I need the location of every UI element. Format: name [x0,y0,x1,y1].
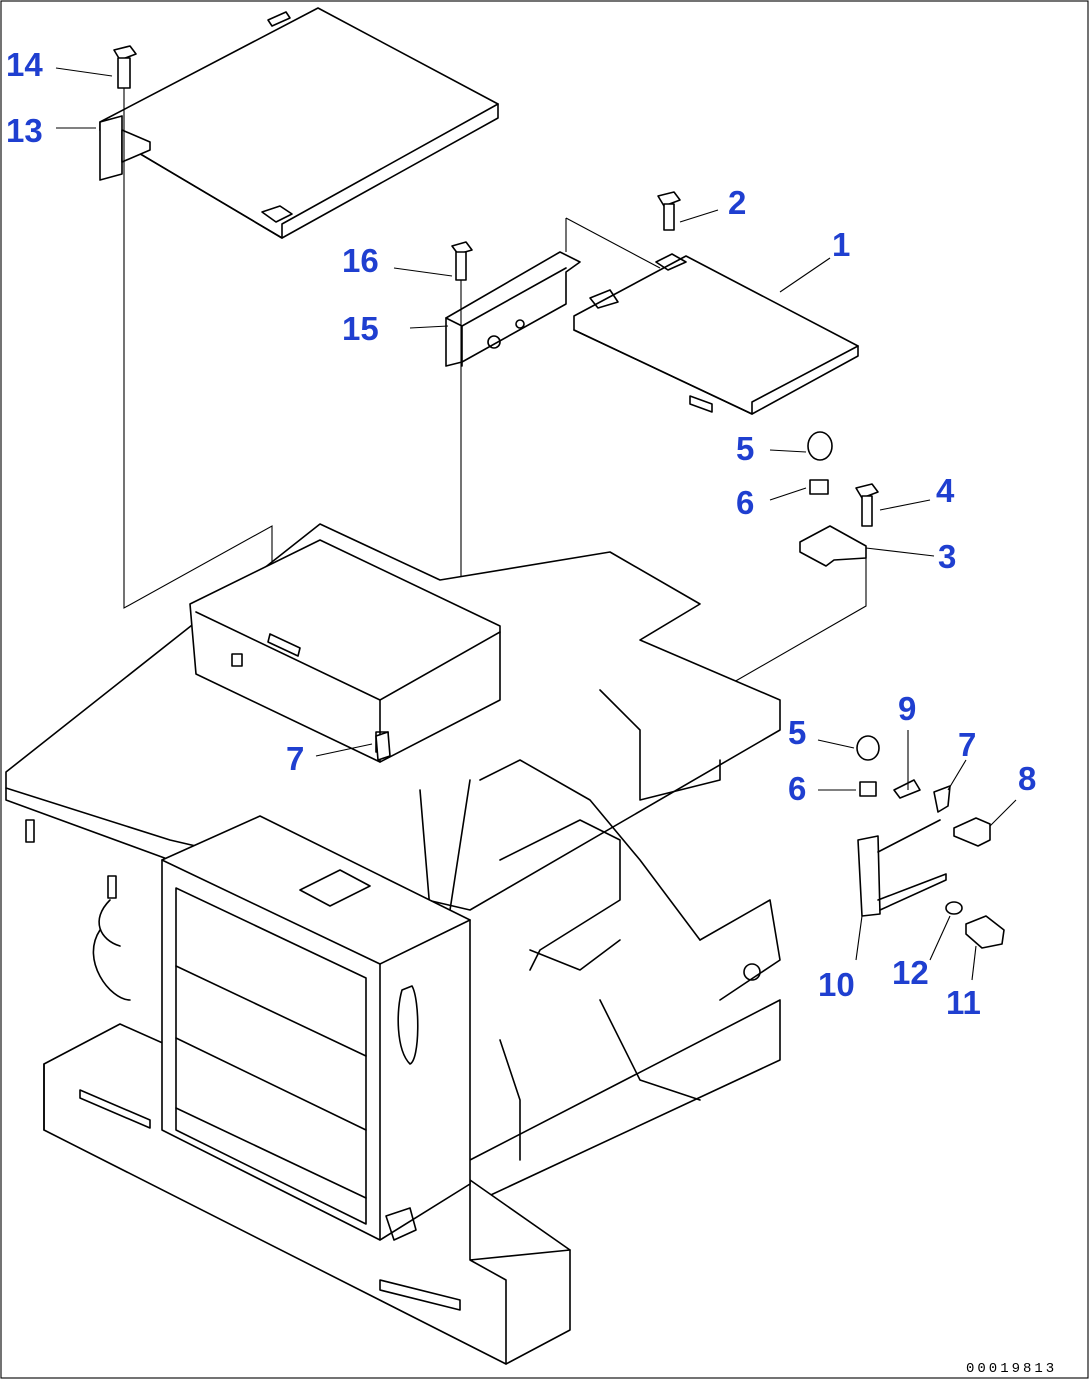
phantom-line-cover [565,217,661,269]
callout-6-top: 6 [736,484,754,521]
callout-5-mid: 5 [788,714,806,751]
phantom-line-3 [719,558,867,691]
bolt-11 [965,915,1005,949]
clip-7-right [933,785,951,813]
bolt-16 [451,241,473,281]
radiator-grille [161,815,471,1241]
nut-6-top [809,479,829,495]
callout-7-right: 7 [958,726,976,763]
callout-2: 2 [728,184,746,221]
bolt-4 [855,483,879,527]
bolt-14 [113,45,137,89]
washer-12 [945,901,963,915]
callout-14: 14 [6,46,43,83]
bracket-3 [799,525,867,567]
callout-7-left: 7 [286,740,304,777]
callout-13: 13 [6,112,43,149]
bracket-10 [857,819,947,917]
callout-9: 9 [898,690,916,727]
callout-3: 3 [938,538,956,575]
callout-6-mid: 6 [788,770,806,807]
leader-lines [55,67,1017,981]
cover-1 [573,253,859,415]
callouts: 14 13 2 1 16 15 5 6 4 3 9 5 7 7 6 8 10 1… [6,46,1036,1021]
callout-15: 15 [342,310,379,347]
drawing-code: 00019813 [966,1361,1057,1377]
nut-6-mid [859,781,877,797]
callout-16: 16 [342,242,379,279]
callout-8: 8 [1018,760,1036,797]
callout-11: 11 [946,984,981,1021]
plug-5-mid [856,735,880,761]
pin-8 [953,817,991,847]
plate-9 [893,779,921,799]
bracket-15 [445,251,581,367]
callout-1: 1 [832,226,850,263]
callout-5-top: 5 [736,430,754,467]
callout-12: 12 [892,954,929,991]
callout-4: 4 [936,472,955,509]
plug-5-top [807,431,833,461]
top-cover-plate [99,7,499,239]
clip-7-left [375,731,391,761]
callout-10: 10 [818,966,855,1003]
bolt-2 [657,191,681,231]
